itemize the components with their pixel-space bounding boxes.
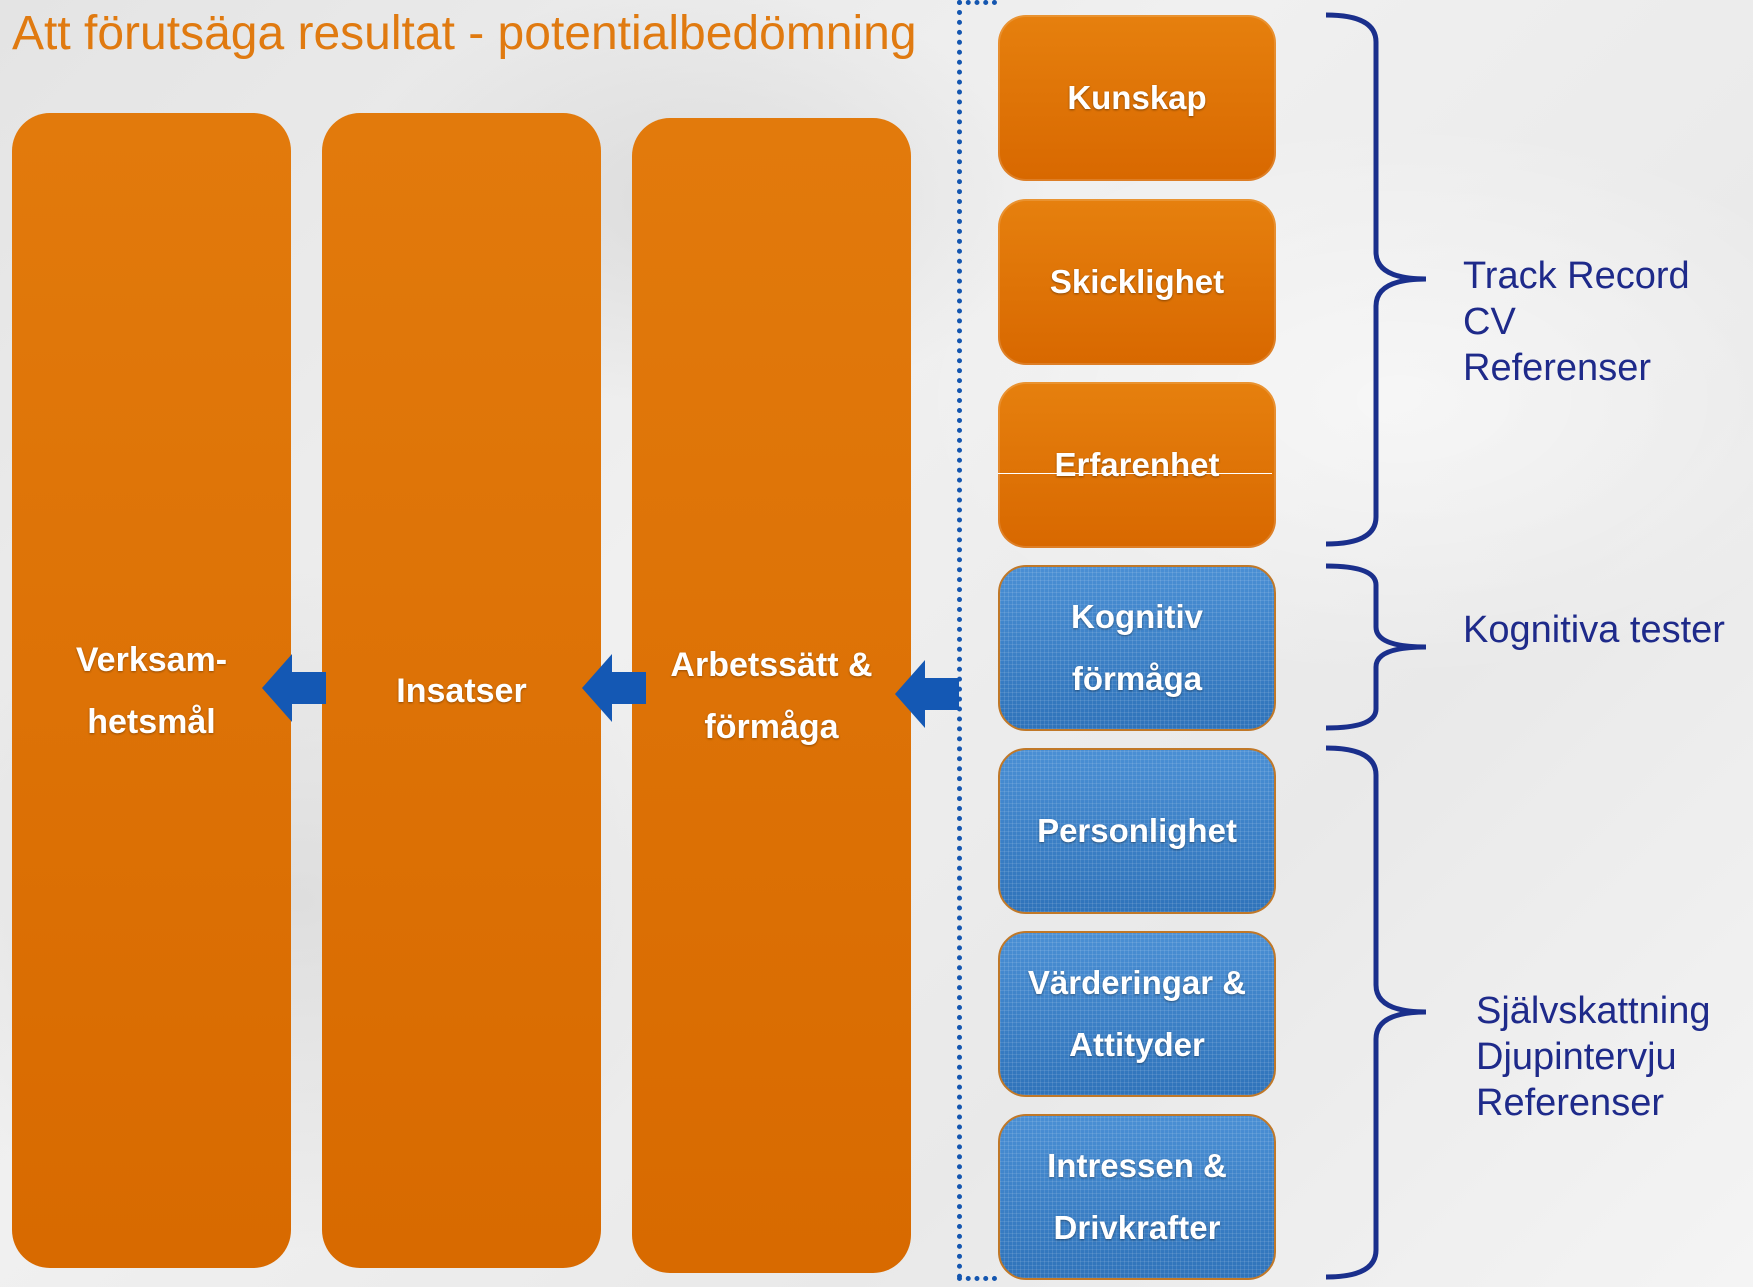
box-varderingar-attityder-label: Värderingar & Attityder [1028, 952, 1246, 1076]
group-label-track-record: Track Record CV Referenser [1463, 253, 1690, 391]
column-insatser-label: Insatser [396, 671, 527, 710]
column-verksamhetsmal-label: Verksam- hetsmål [76, 629, 227, 753]
box-personlighet-label: Personlighet [1037, 812, 1237, 849]
group-label-line: Självskattning [1476, 990, 1711, 1032]
box-varderingar-attityder-line1: Värderingar & [1027, 964, 1247, 1001]
curly-brace-icon [1325, 745, 1427, 1280]
box-kunskap: Kunskap [998, 15, 1276, 181]
box-erfarenhet: Erfarenhet [998, 382, 1276, 548]
box-intressen-drivkrafter-line2: Drivkrafter [1053, 1209, 1221, 1246]
box-kunskap-label: Kunskap [1067, 79, 1207, 116]
curly-brace-icon [1325, 12, 1427, 547]
column-arbetssatt-line1: Arbetssätt & [670, 645, 873, 684]
group-label-line: CV [1463, 301, 1516, 343]
group-label-line: Kognitiva tester [1463, 609, 1725, 651]
column-verksamhetsmal-line2: hetsmål [87, 702, 216, 741]
group-label-kognitiva-tester: Kognitiva tester [1463, 607, 1725, 653]
dotted-divider-top [957, 0, 997, 5]
box-skicklighet: Skicklighet [998, 199, 1276, 365]
group-label-line: Djupintervju [1476, 1036, 1677, 1078]
group-label-sjalvskattning: Självskattning Djupintervju Referenser [1476, 988, 1710, 1126]
erfarenhet-underline [998, 473, 1272, 474]
arrow-left-icon [895, 660, 959, 728]
column-verksamhetsmal-line1: Verksam- [75, 640, 228, 679]
box-varderingar-attityder-line2: Attityder [1069, 1026, 1205, 1063]
column-verksamhetsmal: Verksam- hetsmål [12, 113, 291, 1268]
box-kognitiv-formaga: Kognitiv förmåga [998, 565, 1276, 731]
arrow-left-icon [262, 654, 326, 722]
column-insatser: Insatser [322, 113, 601, 1268]
column-arbetssatt-label: Arbetssätt & förmåga [670, 634, 872, 758]
box-intressen-drivkrafter-line1: Intressen & [1047, 1147, 1227, 1184]
box-personlighet: Personlighet [998, 748, 1276, 914]
group-label-line: Referenser [1463, 347, 1651, 389]
box-kognitiv-formaga-line2: förmåga [1071, 660, 1203, 697]
box-skicklighet-label: Skicklighet [1049, 263, 1225, 300]
box-intressen-drivkrafter-label: Intressen & Drivkrafter [1047, 1135, 1227, 1259]
box-intressen-drivkrafter: Intressen & Drivkrafter [998, 1114, 1276, 1280]
arrow-left-icon [582, 654, 646, 722]
slide-title: Att förutsäga resultat - potentialbedömn… [12, 7, 917, 60]
dotted-divider-bottom [957, 1276, 997, 1281]
box-erfarenhet-label: Erfarenhet [1054, 446, 1220, 483]
column-arbetssatt: Arbetssätt & förmåga [632, 118, 911, 1273]
box-kognitiv-formaga-label: Kognitiv förmåga [1071, 586, 1203, 710]
group-label-line: Track Record [1463, 255, 1690, 297]
column-arbetssatt-line2: förmåga [704, 707, 839, 746]
curly-brace-icon [1325, 563, 1427, 731]
box-kognitiv-formaga-line1: Kognitiv [1071, 598, 1203, 635]
box-varderingar-attityder: Värderingar & Attityder [998, 931, 1276, 1097]
dotted-divider [957, 0, 962, 1280]
group-label-line: Referenser [1476, 1082, 1664, 1124]
